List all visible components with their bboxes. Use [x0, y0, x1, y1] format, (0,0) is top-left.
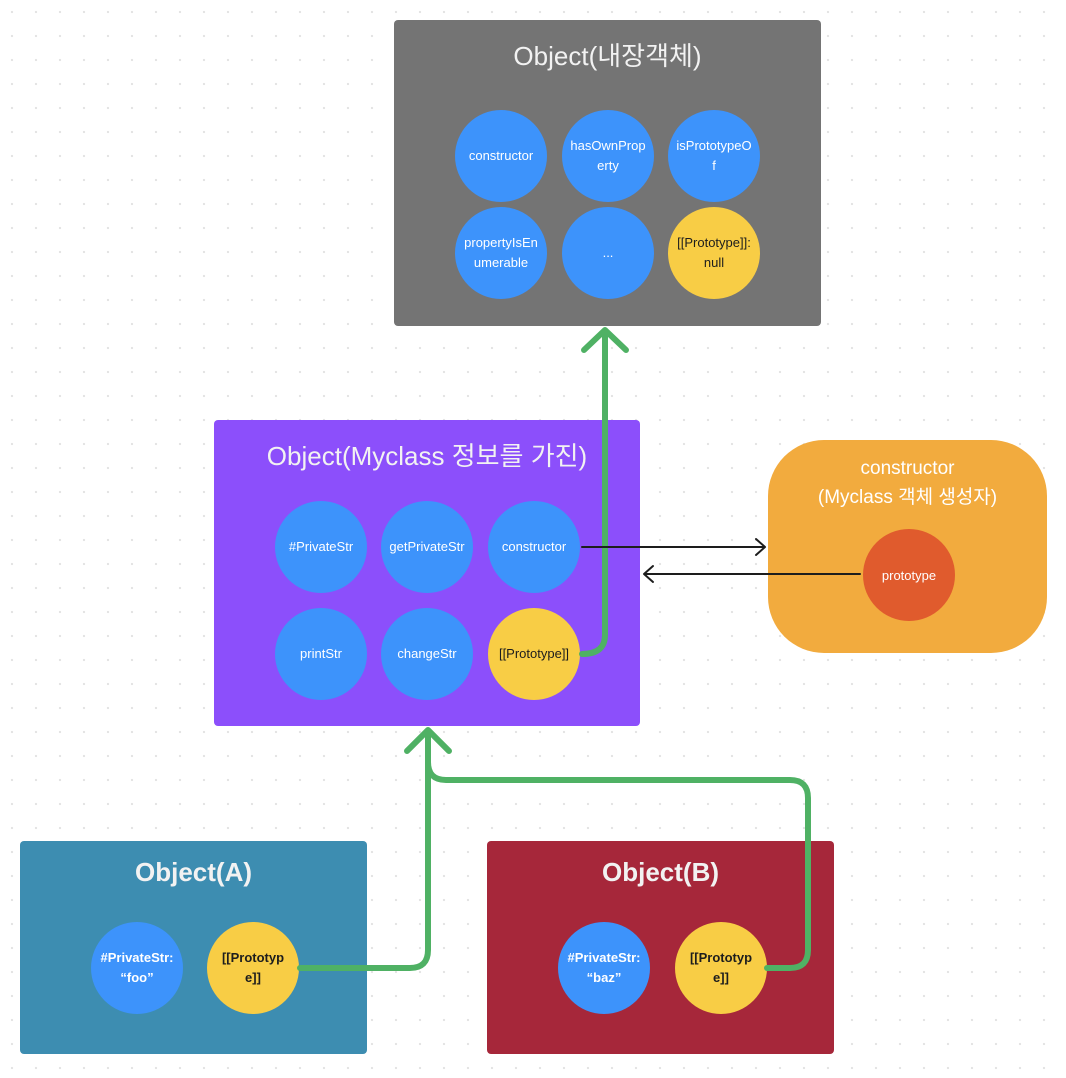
- prototype-link-arrowhead: [643, 565, 654, 583]
- object-b-prototype-node: [[Prototype]]: [675, 922, 767, 1014]
- builtin-ellipsis-node: ...: [562, 207, 654, 299]
- builtin-constructor-node: constructor: [455, 110, 547, 202]
- object-a-privatestr-node: #PrivateStr: “foo”: [91, 922, 183, 1014]
- object-a-box: Object(A): [20, 841, 367, 1054]
- myclass-printstr-node: printStr: [275, 608, 367, 700]
- myclass-prototype-node: [[Prototype]]: [488, 608, 580, 700]
- builtin-prototype-null-node: [[Prototype]]:null: [668, 207, 760, 299]
- builtin-hasownproperty-node: hasOwnProperty: [562, 110, 654, 202]
- builtin-object-title: Object(내장객체): [513, 41, 702, 71]
- myclass-constructor-node: constructor: [488, 501, 580, 593]
- object-b-privatestr-node: #PrivateStr: “baz”: [558, 922, 650, 1014]
- myclass-to-builtin-arrowhead: [581, 327, 629, 353]
- myclass-prototype-arrowhead: [404, 727, 452, 754]
- object-b-box: Object(B): [487, 841, 834, 1054]
- object-a-title: Object(A): [135, 857, 252, 887]
- constructor-prototype-node: prototype: [863, 529, 955, 621]
- builtin-propertyisenumerable-node: propertyIsEnumerable: [455, 207, 547, 299]
- myclass-privatestr-node: #PrivateStr: [275, 501, 367, 593]
- constructor-link-arrowhead: [755, 538, 766, 556]
- object-a-prototype-node: [[Prototype]]: [207, 922, 299, 1014]
- myclass-changestr-node: changeStr: [381, 608, 473, 700]
- builtin-isprototypeof-node: isPrototypeOf: [668, 110, 760, 202]
- constructor-subtitle: (Myclass 객체 생성자): [817, 487, 998, 508]
- myclass-getprivatestr-node: getPrivateStr: [381, 501, 473, 593]
- myclass-object-title: Object(Myclass 정보를 가진): [266, 441, 588, 471]
- object-b-title: Object(B): [602, 857, 719, 887]
- constructor-title: constructor: [860, 458, 955, 479]
